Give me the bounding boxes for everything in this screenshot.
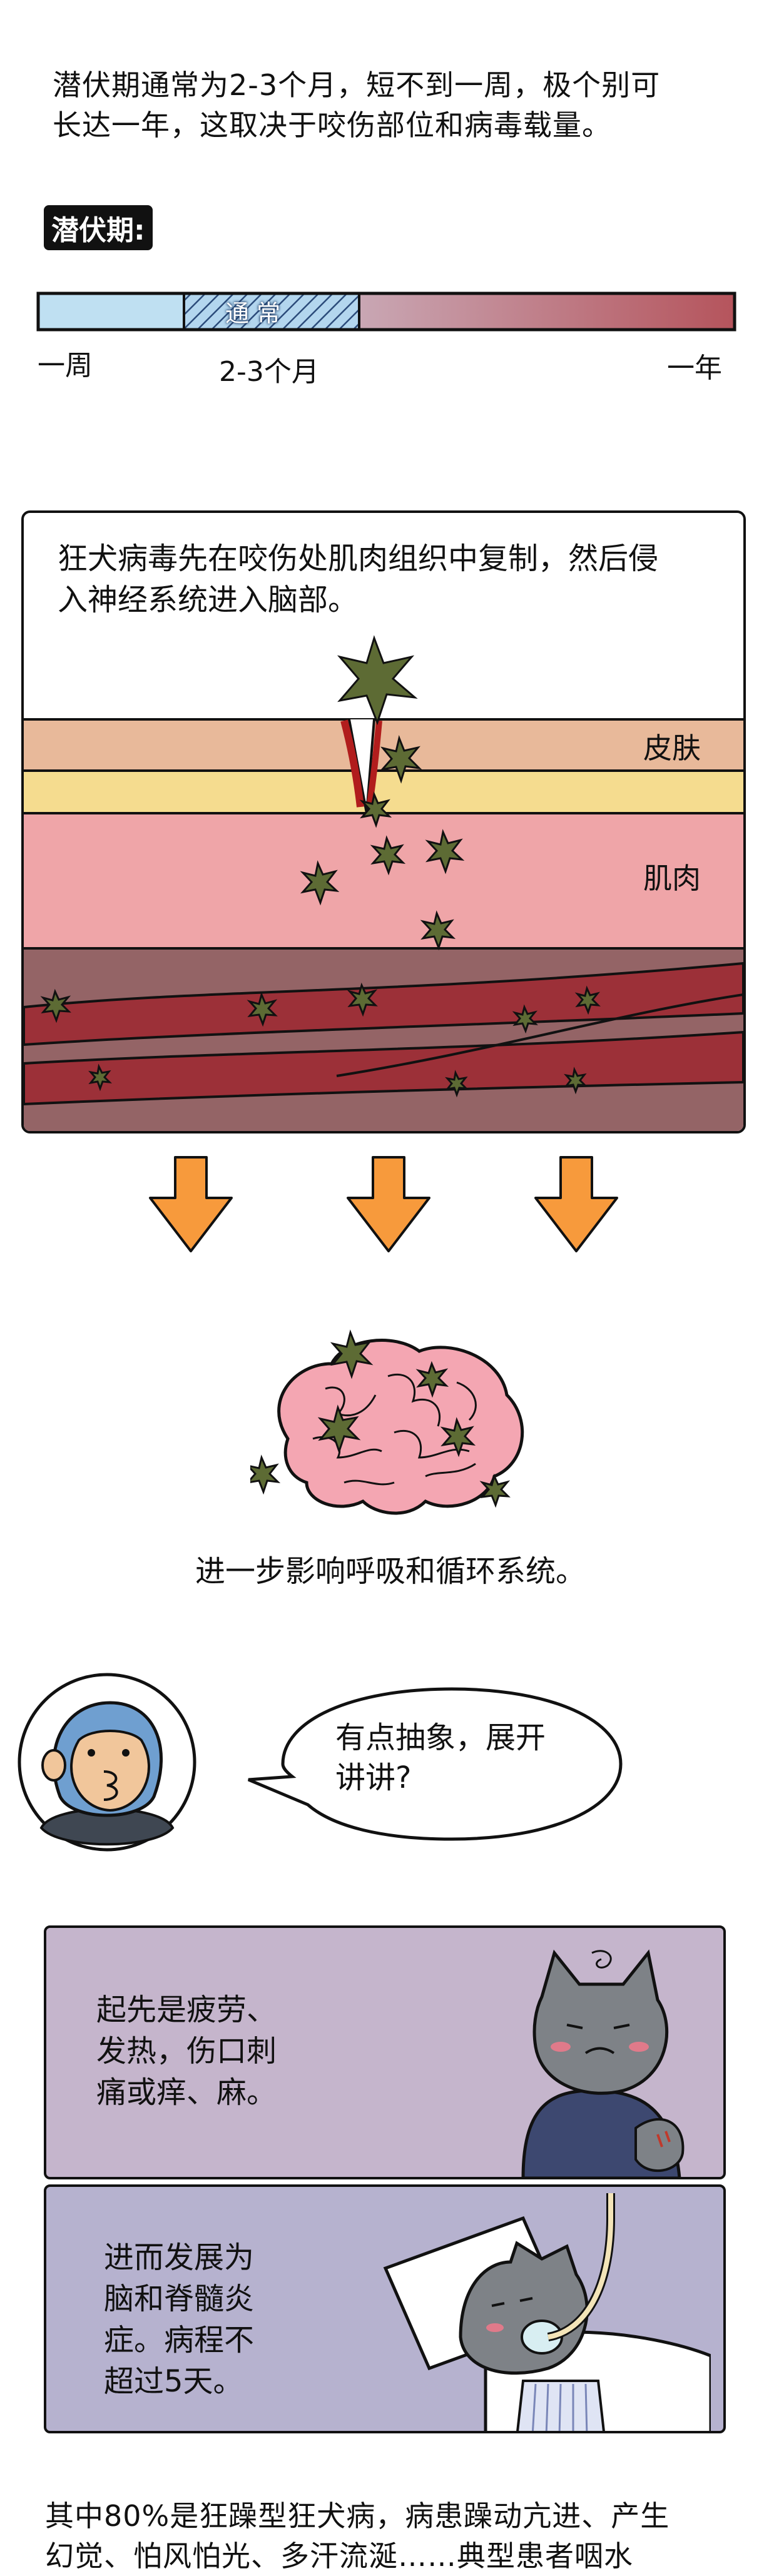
down-arrows [149,1156,618,1252]
virus-icon [370,835,406,876]
symptom-panel-early: 起先是疲劳、 发热，伤口刺 痛或痒、麻。 [44,1925,726,2179]
intro-text: 潜伏期通常为2-3个月，短不到一周，极个别可 长达一年，这取决于咬伤部位和病毒载… [53,65,728,145]
intro-line-2: 长达一年，这取决于咬伤部位和病毒载量。 [53,108,611,142]
virus-icon [479,1473,511,1508]
virus-icon [337,635,418,726]
speech-text: 有点抽象，展开 讲讲? [335,1718,546,1798]
footer-text: 其中80%是狂躁型狂犬病，病患躁动亢进、产生 幻觉、怕风怕光、多汗流涎……典型患… [45,2496,746,2576]
speech-bubble [248,1687,623,1841]
tissue-text-line-2: 入神经系统进入脑部。 [58,582,359,617]
symptom-late-line-4: 超过5天。 [104,2364,243,2399]
brain-caption: 进一步影响呼吸和循环系统。 [195,1554,586,1589]
virus-icon [440,1417,476,1458]
symptom-late-line-1: 进而发展为 [104,2240,255,2275]
symptom-early-text: 起先是疲劳、 发热，伤口刺 痛或痒、麻。 [96,1989,277,2113]
virus-icon [574,985,601,1015]
tissue-text-line-1: 狂犬病毒先在咬伤处肌肉组织中复制，然后侵 [58,541,659,576]
symptom-panel-late: 进而发展为 脑和脊髓炎 症。病程不 超过5天。 [44,2184,726,2433]
tissue-layers [24,718,743,1131]
symptom-early-line-3: 痛或痒、麻。 [96,2075,277,2110]
virus-icon [445,1070,469,1098]
virus-icon [317,1404,361,1454]
virus-icon [330,1329,374,1379]
bar-long-segment [359,293,735,330]
bar-right-label: 一年 [667,352,722,384]
brain-illustration [250,1329,524,1515]
arrow-down-icon [149,1156,233,1252]
tissue-diagram: 狂犬病毒先在咬伤处肌肉组织中复制，然后侵 入神经系统进入脑部。 皮肤 肌肉 [21,510,746,1133]
arrow-down-icon [534,1156,618,1252]
bar-usual-segment [184,293,359,330]
speech-line-1: 有点抽象，展开 [335,1720,546,1755]
cat-hospital-illustration [383,2193,711,2431]
virus-icon [425,829,465,875]
virus-icon [415,1361,449,1398]
symptom-late-line-2: 脑和脊髓炎 [104,2281,255,2316]
virus-particles [40,635,601,1098]
incubation-tag: 潜伏期: [44,205,153,250]
tissue-diagram-text: 狂犬病毒先在咬伤处肌肉组织中复制，然后侵 入神经系统进入脑部。 [58,538,733,621]
incubation-bar [36,292,736,332]
muscle-label: 肌肉 [643,861,701,895]
symptom-late-line-3: 症。病程不 [104,2323,255,2358]
footer-line-2: 幻觉、怕风怕光、多汗流涎……典型患者咽水 [45,2539,633,2573]
virus-icon [380,735,422,784]
intro-line-1: 潜伏期通常为2-3个月，短不到一周，极个别可 [53,68,661,102]
symptom-early-line-1: 起先是疲劳、 [96,1992,277,2027]
virus-icon [247,991,278,1027]
virus-icon [564,1067,588,1095]
skin-label: 皮肤 [643,731,701,765]
virus-icon [250,1454,281,1495]
symptom-early-line-2: 发热，伤口刺 [96,2034,277,2069]
footer-line-1: 其中80%是狂躁型狂犬病，病患躁动亢进、产生 [45,2499,670,2533]
speech-line-2: 讲讲? [335,1760,412,1795]
virus-icon [347,982,378,1017]
virus-icon [40,988,71,1023]
virus-icon [88,1063,112,1092]
monkey-avatar [18,1673,196,1852]
bar-short-segment [38,293,184,330]
bar-left-label: 一周 [38,350,93,382]
bar-mid-label: 2-3个月 [219,356,319,388]
symptom-late-text: 进而发展为 脑和脊髓炎 症。病程不 超过5天。 [104,2237,254,2402]
virus-icon [512,1004,538,1034]
virus-icon [359,791,392,828]
arrow-down-icon [347,1156,430,1252]
bar-usual-label: 通 常 [225,300,281,327]
virus-icon [420,910,456,951]
virus-icon [300,860,340,906]
cat-sick-illustration [521,1949,685,2177]
